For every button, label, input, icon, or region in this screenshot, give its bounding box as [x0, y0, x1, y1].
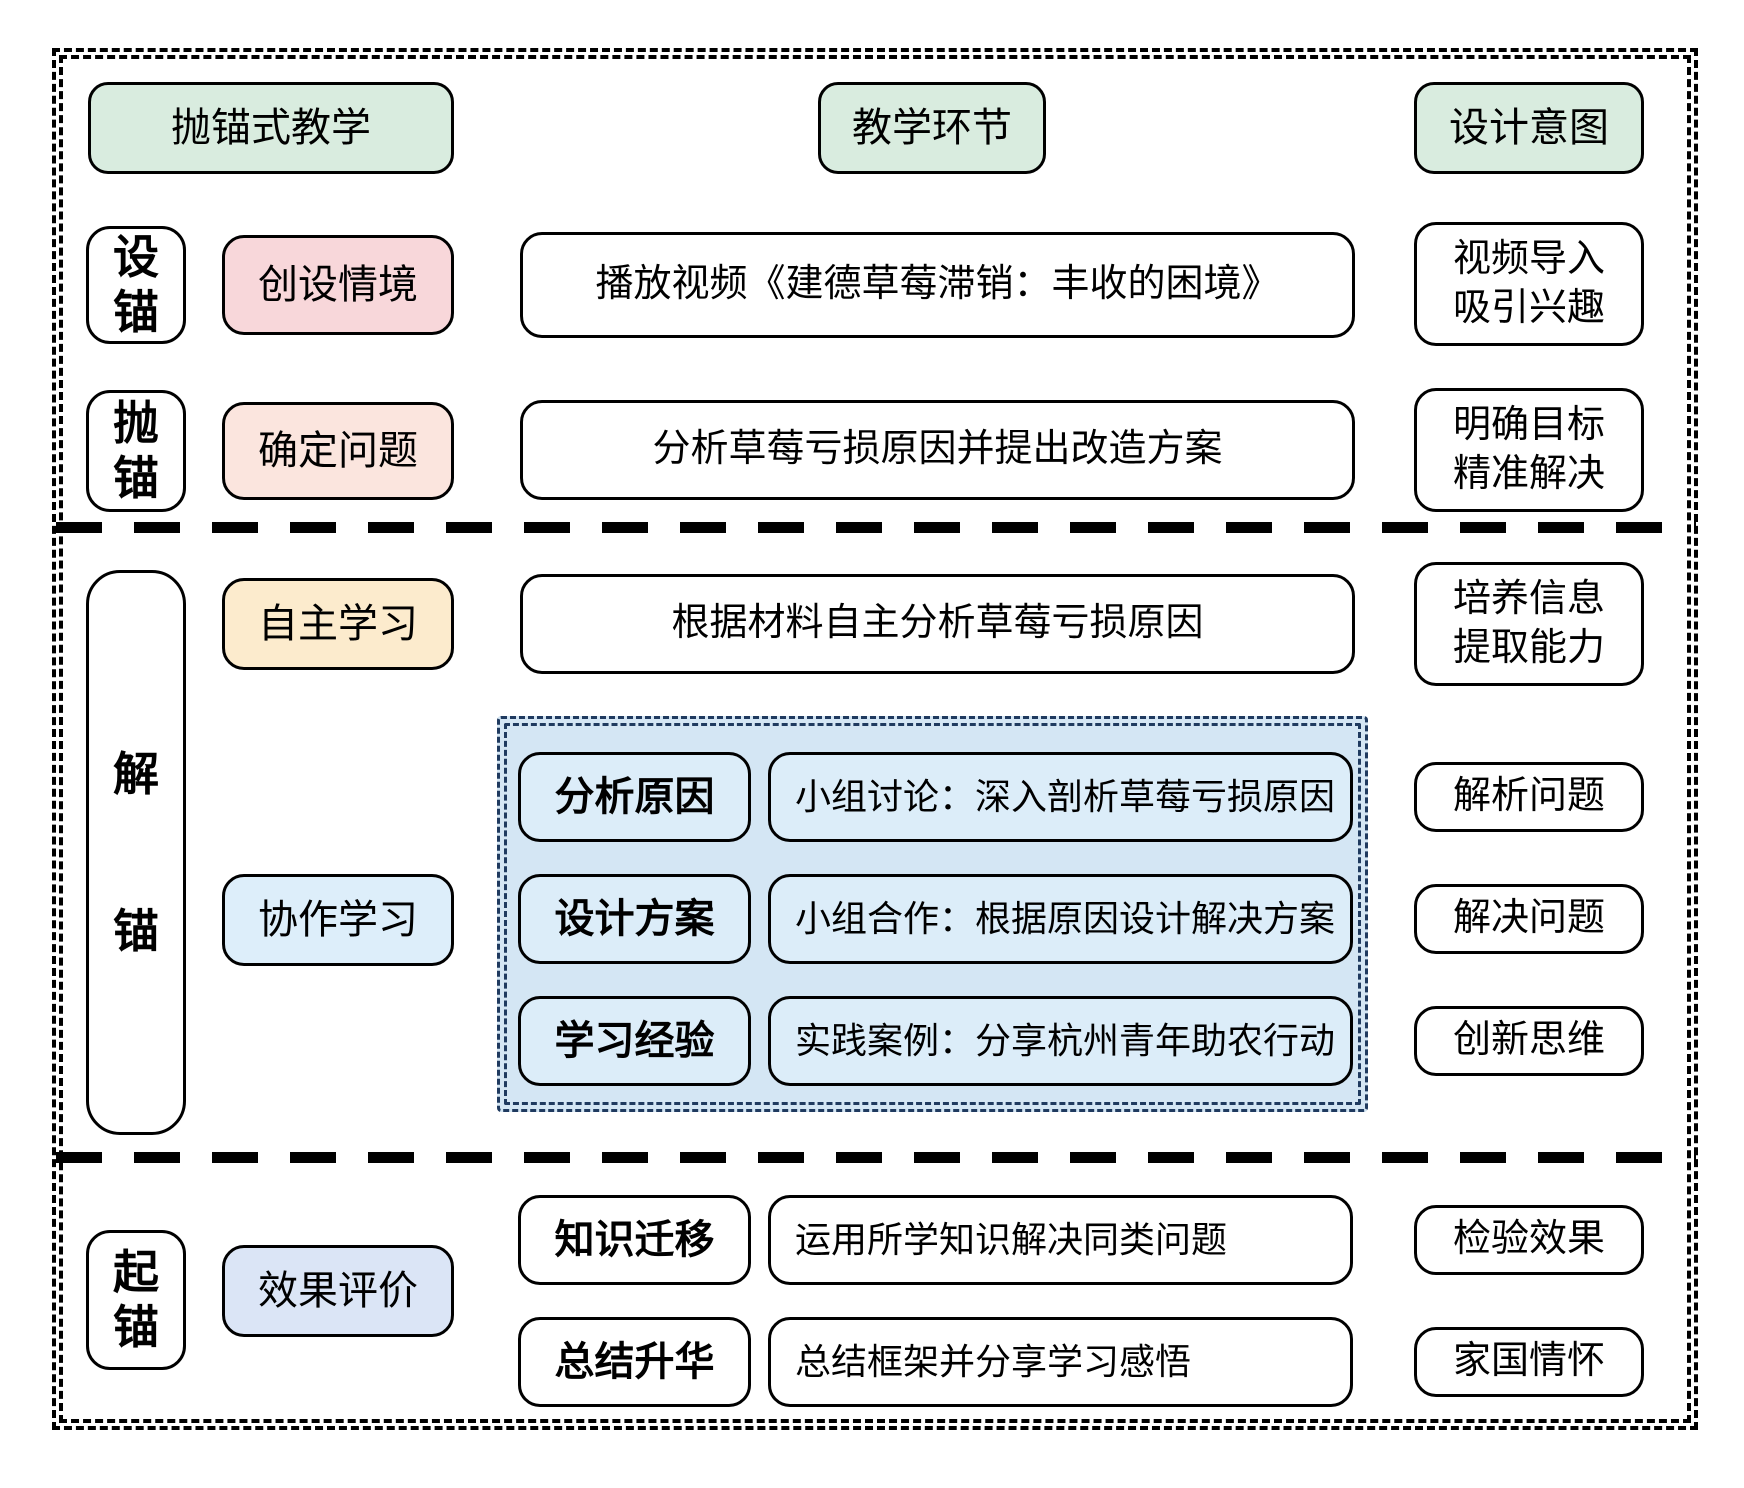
- header-design-intent: 设计意图: [1414, 82, 1644, 174]
- panel-desc-group-cooperation: 小组合作：根据原因设计解决方案: [768, 874, 1353, 964]
- header-teaching-steps: 教学环节: [818, 82, 1046, 174]
- method-effect-evaluation: 效果评价: [222, 1245, 454, 1337]
- intent-clear-goal: 明确目标 精准解决: [1414, 388, 1644, 512]
- desc-summarize-share: 总结框架并分享学习感悟: [768, 1317, 1353, 1407]
- intent-innovative-thinking: 创新思维: [1414, 1006, 1644, 1076]
- section-divider-bottom: [56, 1152, 1696, 1163]
- method-define-problem: 确定问题: [222, 402, 454, 500]
- collaboration-panel-inner-border: [504, 723, 1361, 1105]
- panel-desc-group-discussion: 小组讨论：深入剖析草莓亏损原因: [768, 752, 1353, 842]
- intent-info-extraction: 培养信息 提取能力: [1414, 562, 1644, 686]
- method-collaborative-learning: 协作学习: [222, 874, 454, 966]
- anchor-stage-throw: 抛 锚: [86, 390, 186, 512]
- intent-test-effect: 检验效果: [1414, 1205, 1644, 1275]
- anchor-stage-solve: 解 锚: [86, 570, 186, 1135]
- intent-patriotic-feeling: 家国情怀: [1414, 1327, 1644, 1397]
- panel-tag-design-plan: 设计方案: [518, 874, 751, 964]
- tag-knowledge-transfer: 知识迁移: [518, 1195, 751, 1285]
- section-divider-top: [56, 522, 1696, 533]
- activity-analyze-loss: 分析草莓亏损原因并提出改造方案: [520, 400, 1355, 500]
- activity-play-video: 播放视频《建德草莓滞销：丰收的困境》: [520, 232, 1355, 338]
- anchor-stage-set: 设 锚: [86, 226, 186, 344]
- method-create-situation: 创设情境: [222, 235, 454, 335]
- outer-dashed-border: [52, 48, 1698, 1430]
- intent-solve-problem: 解决问题: [1414, 884, 1644, 954]
- outer-dashed-border-inner: [59, 55, 1691, 1423]
- method-self-learning: 自主学习: [222, 578, 454, 670]
- panel-desc-practice-case: 实践案例：分享杭州青年助农行动: [768, 996, 1353, 1086]
- intent-parse-problem: 解析问题: [1414, 762, 1644, 832]
- intent-video-lead-in: 视频导入 吸引兴趣: [1414, 222, 1644, 346]
- header-anchored-instruction: 抛锚式教学: [88, 82, 454, 174]
- activity-self-analysis: 根据材料自主分析草莓亏损原因: [520, 574, 1355, 674]
- tag-summary-sublimation: 总结升华: [518, 1317, 751, 1407]
- anchor-stage-raise: 起 锚: [86, 1230, 186, 1370]
- panel-tag-learning-experience: 学习经验: [518, 996, 751, 1086]
- desc-apply-knowledge: 运用所学知识解决同类问题: [768, 1195, 1353, 1285]
- panel-tag-analyze-cause: 分析原因: [518, 752, 751, 842]
